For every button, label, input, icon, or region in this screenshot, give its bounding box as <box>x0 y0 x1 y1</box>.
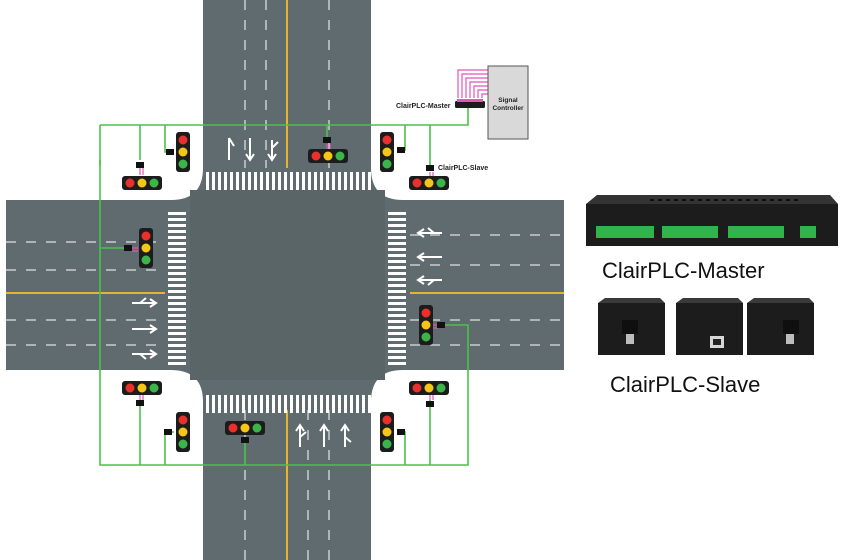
master-small-label: ClairPLC-Master <box>396 103 451 110</box>
traffic-light-icon <box>409 381 449 395</box>
plc-master-device <box>455 99 485 108</box>
traffic-light-icon <box>308 149 348 163</box>
green-wiring <box>99 108 469 466</box>
traffic-light-icon <box>122 176 162 190</box>
road-network <box>6 0 564 560</box>
traffic-light-icon <box>409 176 449 190</box>
signal-controller-label-1: Signal <box>498 97 518 104</box>
master-product-label: ClairPLC-Master <box>602 258 765 283</box>
traffic-light-icon <box>176 132 190 172</box>
traffic-light-icon <box>176 412 190 452</box>
slave-small-label: ClairPLC-Slave <box>438 165 488 172</box>
signal-controller-label-2: Controller <box>492 105 524 112</box>
crosswalks <box>168 172 406 413</box>
traffic-light-icon <box>380 412 394 452</box>
plc-slave-product-image <box>598 298 814 355</box>
slave-product-label: ClairPLC-Slave <box>610 372 761 397</box>
traffic-light-icon <box>225 421 265 435</box>
traffic-light-icon <box>380 132 394 172</box>
lane-markings <box>6 0 564 560</box>
traffic-light-icon <box>139 228 153 268</box>
signal-controller-box: Signal Controller <box>487 65 529 140</box>
traffic-light-icon <box>122 381 162 395</box>
plc-master-product-image <box>586 195 838 246</box>
traffic-light-icon <box>419 305 433 345</box>
lane-arrow-icon <box>132 137 442 447</box>
